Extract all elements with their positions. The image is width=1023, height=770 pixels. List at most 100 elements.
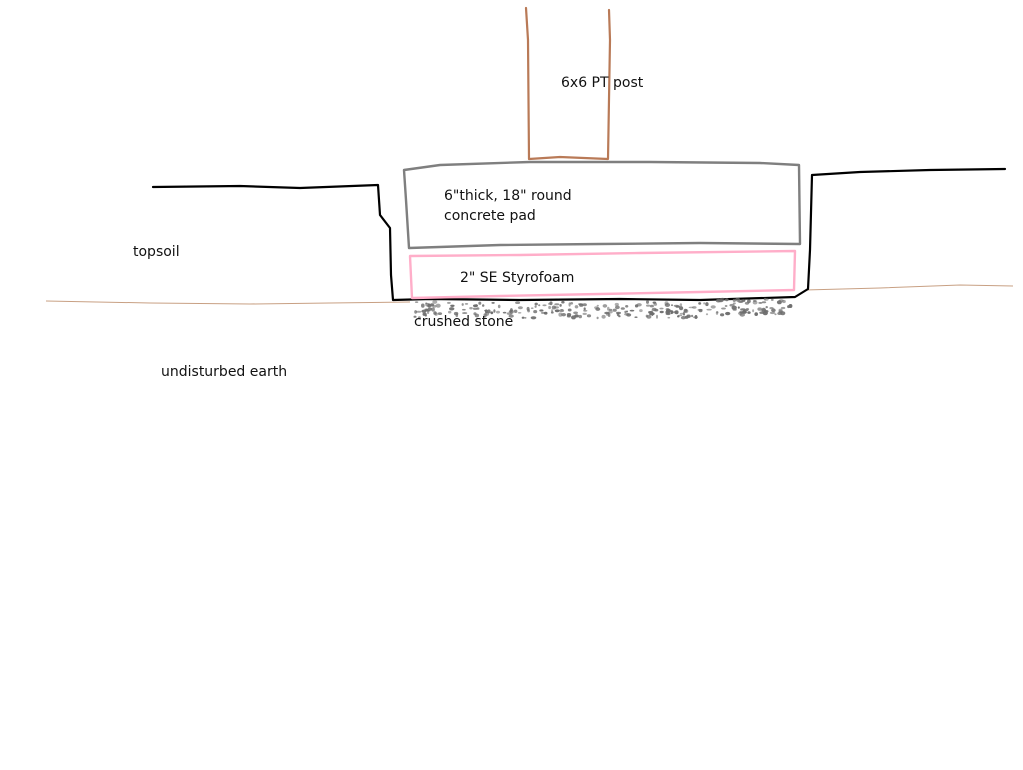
crushed-stone-particle bbox=[752, 300, 758, 305]
crushed-stone-particle bbox=[561, 300, 565, 304]
crushed-stone-particle bbox=[686, 314, 691, 318]
crushed-stone-particle bbox=[629, 309, 635, 312]
crushed-stone-particle bbox=[761, 301, 767, 304]
crushed-stone-particle bbox=[679, 306, 684, 311]
crushed-stone-particle bbox=[732, 302, 736, 305]
crushed-stone-particle bbox=[650, 310, 653, 315]
crushed-stone-particle bbox=[415, 310, 422, 313]
crushed-stone-particle bbox=[747, 311, 751, 314]
pt-post bbox=[524, 6, 612, 161]
crushed-stone-particle bbox=[473, 304, 478, 308]
crushed-stone-particle bbox=[680, 316, 686, 320]
crushed-stone-particle bbox=[759, 311, 764, 314]
crushed-stone-particle bbox=[608, 310, 613, 314]
crushed-stone-particle bbox=[473, 312, 477, 316]
crushed-stone-particle bbox=[626, 313, 632, 317]
undisturbed-earth-label: undisturbed earth bbox=[161, 364, 288, 380]
crushed-stone-particle bbox=[654, 308, 659, 312]
crushed-stone-particle bbox=[646, 300, 649, 304]
crushed-stone-particle bbox=[664, 301, 669, 306]
crushed-stone-particle bbox=[527, 309, 530, 313]
crushed-stone-particle bbox=[548, 302, 551, 305]
crushed-stone-particle bbox=[601, 314, 606, 319]
crushed-stone-particle bbox=[646, 315, 652, 319]
crushed-stone-particle bbox=[515, 301, 521, 305]
crushed-stone-particle bbox=[574, 305, 579, 309]
crushed-stone-particle bbox=[716, 311, 719, 314]
crushed-stone-label: crushed stone bbox=[414, 314, 514, 330]
topsoil-label: topsoil bbox=[133, 244, 180, 260]
crushed-stone-particle bbox=[620, 307, 625, 310]
concrete-pad-label-line1: 6"thick, 18" round bbox=[444, 188, 572, 204]
crushed-stone-particle bbox=[482, 304, 485, 307]
crushed-stone-particle bbox=[570, 302, 574, 305]
crushed-stone-particle bbox=[691, 314, 694, 318]
crushed-stone-particle bbox=[612, 308, 617, 312]
crushed-stone-particle bbox=[542, 304, 547, 307]
crushed-stone-particle bbox=[615, 305, 620, 310]
crushed-stone-particle bbox=[646, 304, 650, 307]
crushed-stone-particle bbox=[665, 308, 670, 311]
crushed-stone-particle bbox=[524, 317, 527, 319]
crushed-stone-particle bbox=[413, 315, 417, 318]
crushed-stone-particle bbox=[739, 311, 744, 314]
crushed-stone-particle bbox=[688, 306, 694, 309]
crushed-stone-particle bbox=[491, 302, 495, 304]
crushed-stone-particle bbox=[698, 302, 702, 305]
crushed-stone-particle bbox=[561, 313, 566, 317]
crushed-stone-particle bbox=[752, 309, 755, 313]
crushed-stone-particle bbox=[667, 316, 671, 319]
concrete-pad-label-line2: concrete pad bbox=[444, 208, 536, 224]
crushed-stone-particle bbox=[757, 307, 762, 311]
crushed-stone-particle bbox=[618, 315, 621, 318]
crushed-stone-particle bbox=[659, 310, 664, 314]
crushed-stone-particle bbox=[513, 309, 518, 313]
crushed-stone-particle bbox=[510, 308, 513, 312]
crushed-stone-particle bbox=[559, 309, 565, 313]
crushed-stone-particle bbox=[674, 310, 679, 315]
crushed-stone-particle bbox=[490, 311, 494, 315]
crushed-stone-particle bbox=[607, 313, 611, 317]
crushed-stone-particle bbox=[770, 298, 774, 301]
crushed-stone-particle bbox=[665, 312, 671, 316]
crushed-stone-particle bbox=[724, 305, 728, 307]
crushed-stone-particle bbox=[743, 309, 749, 312]
crushed-stone-particle bbox=[455, 313, 459, 318]
crushed-stone-particle bbox=[636, 303, 642, 307]
crushed-stone-particle bbox=[769, 311, 776, 315]
crushed-stone-particle bbox=[725, 311, 731, 316]
crushed-stone-particle bbox=[530, 316, 537, 320]
crushed-stone-particle bbox=[765, 306, 768, 309]
crushed-stone-particle bbox=[551, 305, 557, 310]
crushed-stone-particle bbox=[534, 302, 538, 306]
crushed-stone-particle bbox=[777, 312, 783, 315]
crushed-stone-particle bbox=[594, 306, 599, 309]
crushed-stone-particle bbox=[703, 302, 706, 305]
crushed-stone-particle bbox=[469, 307, 473, 310]
crushed-stone-particle bbox=[670, 310, 674, 315]
crushed-stone-particle bbox=[694, 315, 698, 319]
crushed-stone-particle bbox=[763, 298, 769, 301]
crushed-stone-particle bbox=[517, 306, 523, 310]
crushed-stone-particle bbox=[424, 314, 427, 317]
crushed-stone-particle bbox=[582, 312, 587, 315]
crushed-stone-particle bbox=[427, 308, 433, 310]
crushed-stone-particle bbox=[496, 310, 500, 314]
crushed-stone-particle bbox=[787, 305, 791, 309]
crushed-stone-particle bbox=[427, 303, 432, 308]
crushed-stone-particle bbox=[737, 300, 743, 303]
crushed-stone-particle bbox=[596, 304, 599, 307]
crushed-stone-particle bbox=[720, 313, 725, 317]
crushed-stone-particle bbox=[414, 310, 417, 314]
crushed-stone-particle bbox=[534, 305, 537, 308]
crushed-stone-particle bbox=[421, 309, 427, 313]
crushed-stone-particle bbox=[533, 310, 538, 314]
crushed-stone-particle bbox=[450, 304, 455, 307]
crushed-stone-particle bbox=[616, 311, 621, 315]
crushed-stone-particle bbox=[710, 305, 716, 309]
crushed-stone-particle bbox=[671, 304, 673, 307]
crushed-stone-particle bbox=[539, 309, 544, 312]
crushed-stone-particle bbox=[478, 301, 482, 305]
crushed-stone-particle bbox=[487, 309, 491, 314]
crushed-stone-particle bbox=[732, 308, 737, 311]
